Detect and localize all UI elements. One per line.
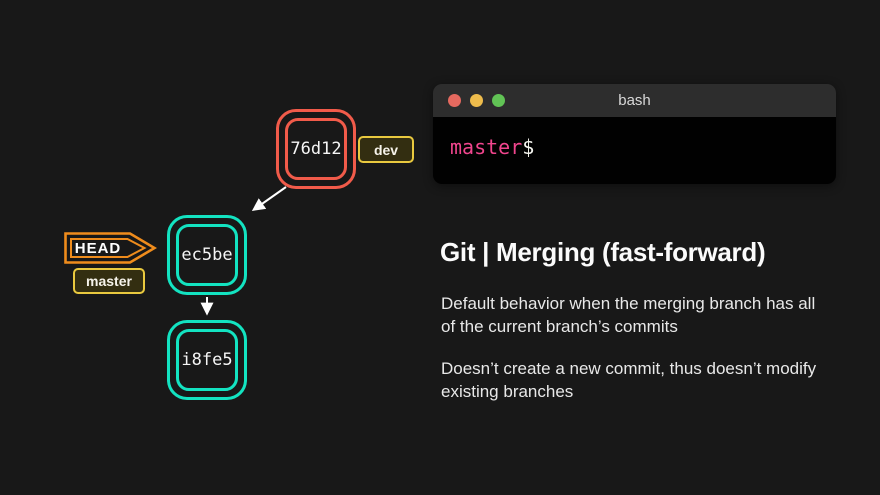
window-controls bbox=[433, 94, 505, 107]
commit-hash: 76d12 bbox=[290, 139, 342, 159]
commit-node-inner-ring: i8fe5 bbox=[176, 329, 238, 391]
commit-node-inner-ring: 76d12 bbox=[285, 118, 347, 180]
maximize-icon[interactable] bbox=[492, 94, 505, 107]
branch-label-text: master bbox=[86, 273, 132, 289]
minimize-icon[interactable] bbox=[470, 94, 483, 107]
terminal-body[interactable]: master$ bbox=[433, 117, 836, 184]
close-icon[interactable] bbox=[448, 94, 461, 107]
head-pointer-badge: HEAD bbox=[64, 232, 157, 264]
arrow-76d12-to-ec5be bbox=[251, 186, 287, 211]
paragraph-line: of the current branch’s commits bbox=[441, 317, 678, 336]
terminal-window: bash master$ bbox=[433, 84, 836, 184]
paragraph-line: Default behavior when the merging branch… bbox=[441, 294, 816, 313]
commit-node-ec5be: ec5be bbox=[167, 215, 247, 295]
branch-label-text: dev bbox=[373, 141, 399, 158]
paragraph-line: Doesn’t create a new commit, thus doesn’… bbox=[441, 359, 817, 378]
head-arrow-shape-icon bbox=[64, 232, 157, 264]
commit-hash: i8fe5 bbox=[181, 350, 233, 370]
prompt-branch: master bbox=[450, 135, 523, 159]
commit-node-inner-ring: ec5be bbox=[176, 224, 238, 286]
paragraph-default-behavior: Default behavior when the merging branch… bbox=[441, 292, 815, 338]
head-label: HEAD bbox=[74, 239, 122, 257]
prompt-symbol: $ bbox=[522, 135, 535, 159]
commit-node-76d12: 76d12 bbox=[276, 109, 356, 189]
branch-label-dev: dev bbox=[358, 136, 414, 163]
commit-hash: ec5be bbox=[181, 245, 233, 265]
terminal-title: bash bbox=[618, 92, 651, 109]
paragraph-no-new-commit: Doesn’t create a new commit, thus doesn’… bbox=[441, 357, 816, 403]
commit-node-i8fe5: i8fe5 bbox=[167, 320, 247, 400]
paragraph-line: existing branches bbox=[441, 382, 574, 401]
slide-title: Git | Merging (fast-forward) bbox=[440, 237, 766, 267]
branch-label-master: master bbox=[73, 268, 145, 294]
terminal-titlebar[interactable]: bash bbox=[433, 84, 836, 117]
